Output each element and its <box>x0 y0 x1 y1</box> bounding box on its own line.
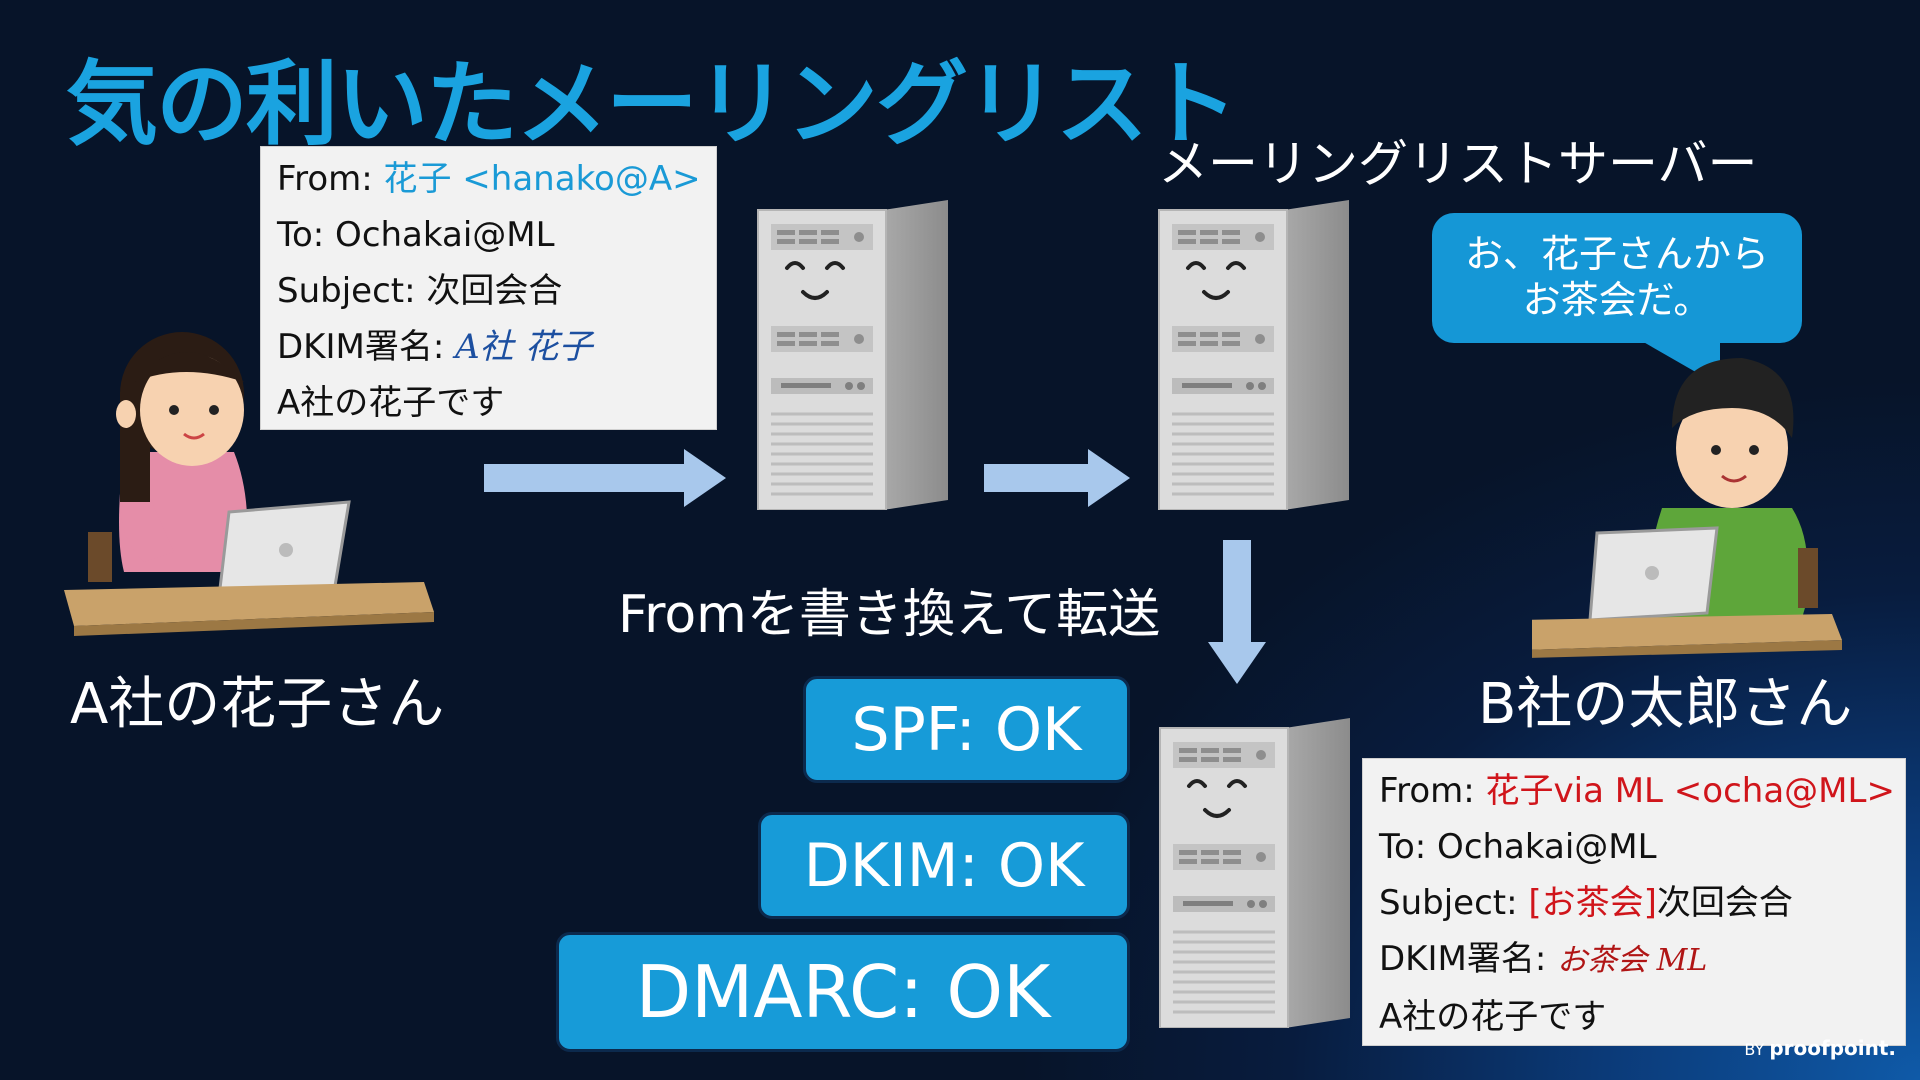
dmarc-result-text: DMARC: OK <box>635 950 1051 1034</box>
person-male-laptop-icon <box>1532 358 1842 658</box>
receiver-label: B社の太郎さん <box>1478 672 1853 737</box>
fwd-from-prefix: From: <box>1379 771 1486 811</box>
person-female-laptop-icon <box>64 332 434 636</box>
fwd-dkim-label: DKIM署名: <box>1379 939 1547 979</box>
forwarded-mail-card: From: 花子via ML <ocha@ML> To: Ochakai@ML … <box>1362 758 1906 1046</box>
arrow-down-icon <box>1208 540 1266 684</box>
mail-to-row: To: Ochakai@ML <box>277 215 555 255</box>
brand-logo: BY proofpoint. <box>1744 1036 1896 1060</box>
brand-by: BY <box>1744 1040 1765 1059</box>
rewrite-label: Fromを書き換えて転送 <box>618 585 1161 645</box>
sender-label: A社の花子さん <box>70 672 445 737</box>
arrow-right-icon-2 <box>984 449 1130 507</box>
fwd-subject-row: Subject: [お茶会]次回会合 <box>1379 875 1889 931</box>
speech-bubble: お、花子さんから お茶会だ。 <box>1432 213 1802 343</box>
server-icon <box>753 200 953 510</box>
fwd-to-row: To: Ochakai@ML <box>1379 827 1657 867</box>
fwd-dkim-signature: お茶会 ML <box>1557 943 1708 978</box>
dkim-signature: A社 花子 <box>455 327 593 367</box>
mail-dkim-label: DKIM署名: <box>277 327 445 367</box>
mail-subject-row: Subject: 次回会合 <box>277 271 563 311</box>
spf-result-text: SPF: OK <box>851 694 1082 765</box>
fwd-subject-rest: 次回会合 <box>1656 883 1793 923</box>
arrow-right-icon <box>484 449 726 507</box>
dmarc-result-badge: DMARC: OK <box>556 932 1130 1052</box>
fwd-from-value: 花子via ML <ocha@ML> <box>1485 771 1895 811</box>
mail-body-row: A社の花子です <box>277 383 505 423</box>
fwd-from-row: From: 花子via ML <ocha@ML> <box>1379 763 1895 819</box>
original-mail-card: From: 花子 <hanako@A> To: Ochakai@ML Subje… <box>260 146 717 430</box>
fwd-subject-prefix: Subject: <box>1379 883 1529 923</box>
page-title: 気の利いたメーリングリスト <box>66 51 1238 158</box>
dkim-result-badge: DKIM: OK <box>758 812 1130 919</box>
mail-dkim-row: DKIM署名: A社 花子 <box>277 319 700 375</box>
mail-from-prefix: From: <box>277 159 384 199</box>
spf-result-badge: SPF: OK <box>803 676 1130 783</box>
receiver-server-icon <box>1155 718 1355 1028</box>
dkim-result-text: DKIM: OK <box>803 830 1085 901</box>
mail-from-row: From: 花子 <hanako@A> <box>277 151 701 207</box>
bubble-line-1: お、花子さんから <box>1464 232 1769 276</box>
fwd-subject-tag: [お茶会] <box>1528 883 1657 923</box>
brand-name: proofpoint. <box>1769 1036 1896 1060</box>
fwd-body-row: A社の花子です <box>1379 997 1607 1037</box>
bubble-line-2: お茶会だ。 <box>1522 278 1712 322</box>
fwd-dkim-row: DKIM署名: お茶会 ML <box>1379 931 1889 989</box>
mail-from-value: 花子 <hanako@A> <box>383 159 701 199</box>
server-title: メーリングリストサーバー <box>1158 135 1758 193</box>
ml-server-icon <box>1154 200 1354 510</box>
